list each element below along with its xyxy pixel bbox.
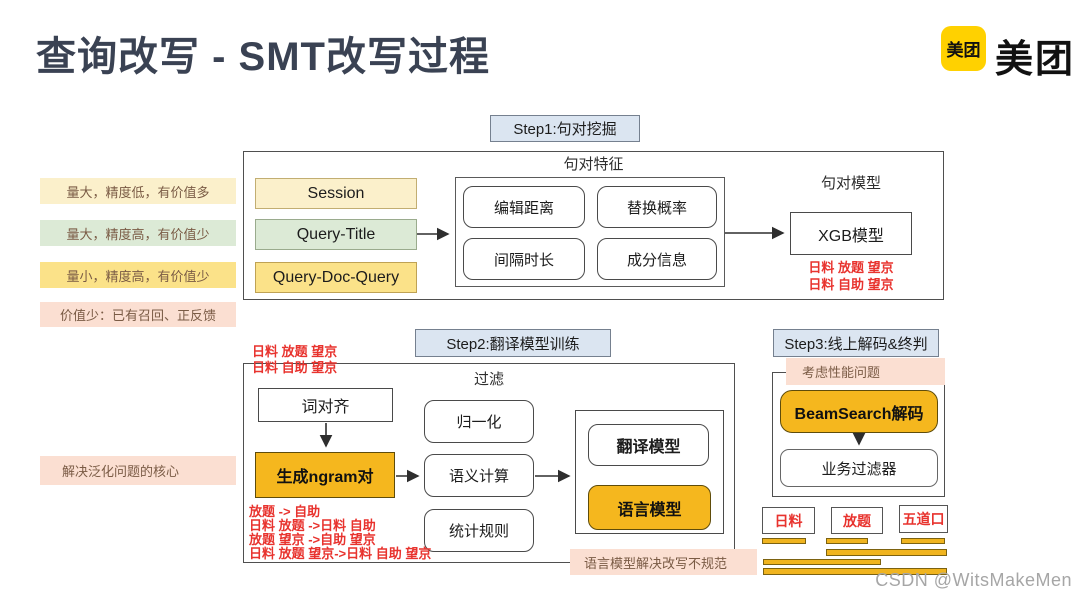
note-low-value: 价值少：已有召回、正反馈 (40, 302, 236, 327)
watermark: CSDN @WitsMakeMen (875, 570, 1072, 590)
step2-input-example: 日料 放题 望京 (252, 344, 338, 359)
step2-output-example: 日料 放题 ->日料 自助 (249, 518, 376, 533)
highlight-bar (826, 538, 868, 544)
page-title: 查询改写 - SMT改写过程 (36, 35, 490, 79)
language-model-box: 语言模型 (588, 485, 711, 530)
feature-interval-duration: 间隔时长 (463, 238, 585, 280)
feature-edit-distance: 编辑距离 (463, 186, 585, 228)
business-filter-box: 业务过滤器 (780, 449, 938, 487)
step2-output-example: 放题 -> 自助 (249, 504, 321, 519)
word-align-box: 词对齐 (258, 388, 393, 422)
filter-normalization: 归一化 (424, 400, 534, 443)
feature-replace-prob: 替换概率 (597, 186, 717, 228)
filter-statistic-rules: 统计规则 (424, 509, 534, 552)
step2-output-example: 日料 放题 望京->日料 自助 望京 (249, 546, 432, 561)
step3-label: Step3:线上解码&终判 (773, 329, 939, 357)
filter-title: 过滤 (473, 370, 504, 388)
token-fangti: 放题 (831, 507, 883, 534)
source-session: Session (255, 178, 417, 209)
note-volume-high-precision-high: 量大，精度高，有价值少 (40, 220, 236, 246)
feature-component-info: 成分信息 (597, 238, 717, 280)
meituan-logo-icon: 美团 (941, 26, 986, 71)
pair-model-title: 句对模型 (820, 174, 881, 192)
highlight-bar (826, 549, 947, 556)
ngram-box: 生成ngram对 (255, 452, 395, 498)
beamsearch-decode-box: BeamSearch解码 (780, 390, 938, 433)
pair-feature-title: 句对特征 (563, 155, 624, 173)
token-wudaokou: 五道口 (899, 505, 948, 533)
note-volume-high-precision-low: 量大，精度低，有价值多 (40, 178, 236, 204)
meituan-badge-text: 美团 (946, 41, 981, 60)
highlight-bar (763, 568, 947, 575)
meituan-wordmark: 美团 (995, 39, 1076, 81)
step2-input-example: 日料 自助 望京 (252, 360, 338, 375)
source-query-title: Query-Title (255, 219, 417, 250)
note-volume-low-precision-high: 量小，精度高，有价值少 (40, 262, 236, 288)
filter-semantic-compute: 语义计算 (424, 454, 534, 497)
highlight-bar (901, 538, 945, 544)
performance-note: 考虑性能问题 (786, 358, 945, 385)
highlight-bar (762, 538, 806, 544)
step1-example-line: 日料 自助 望京 (808, 276, 894, 292)
token-riliao: 日料 (762, 507, 815, 534)
step2-label: Step2:翻译模型训练 (415, 329, 611, 357)
highlight-bar (763, 559, 881, 565)
generalization-note: 解决泛化问题的核心 (40, 456, 236, 485)
step2-output-example: 放题 望京 ->自助 望京 (249, 532, 376, 547)
translation-model-box: 翻译模型 (588, 424, 709, 466)
source-query-doc-query: Query-Doc-Query (255, 262, 417, 293)
step1-label: Step1:句对挖掘 (490, 115, 640, 142)
xgb-model-box: XGB模型 (790, 212, 912, 255)
step1-example-line: 日料 放题 望京 (808, 259, 894, 275)
language-model-note: 语言模型解决改写不规范 (570, 549, 757, 575)
